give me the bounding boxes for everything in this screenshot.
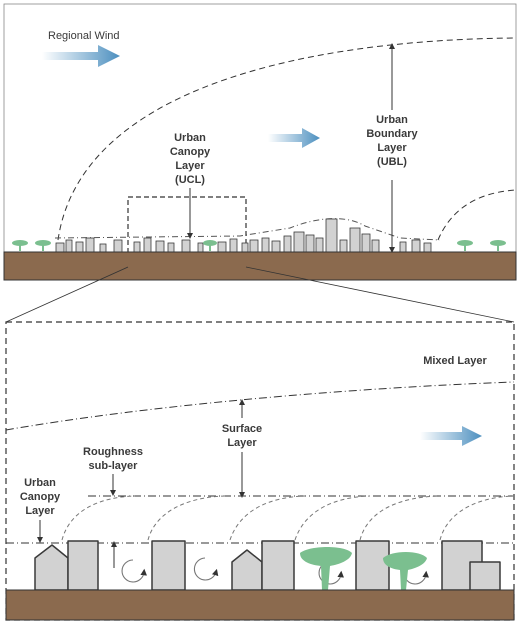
svg-text:Urban: Urban <box>174 132 206 144</box>
surface-layer-label: Surface Layer <box>212 418 272 452</box>
svg-text:Surface: Surface <box>222 423 262 435</box>
svg-text:Layer: Layer <box>377 142 407 154</box>
svg-text:Roughness: Roughness <box>83 446 143 458</box>
zoom-selection-box <box>127 196 247 268</box>
svg-text:Urban: Urban <box>24 477 56 489</box>
mixed-layer-label: Mixed Layer <box>423 355 487 367</box>
svg-text:Canopy: Canopy <box>170 146 211 158</box>
roughness-eddy-arcs <box>61 495 515 541</box>
regional-wind-arrow <box>42 45 120 67</box>
roughness-label: Roughness sub-layer <box>83 446 143 472</box>
regional-wind-label: Regional Wind <box>48 30 120 42</box>
top-panel-frame <box>3 3 517 281</box>
trees-bottom <box>300 547 427 590</box>
zoom-connector-left <box>5 266 129 323</box>
ground-top <box>3 251 517 281</box>
surface-layer-top-line <box>5 381 515 431</box>
svg-text:Layer: Layer <box>175 160 205 172</box>
ucl-top-label: Urban Canopy Layer (UCL) <box>170 132 211 186</box>
wind-arrow-mid <box>268 128 320 148</box>
ground-bottom <box>5 589 515 621</box>
ubl-label: Urban Boundary Layer (UBL) <box>360 110 424 180</box>
rural-boundary-line <box>437 189 516 241</box>
bottom-panel: Mixed Layer Surface Layer Roughness sub-… <box>5 321 515 621</box>
svg-text:(UCL): (UCL) <box>175 174 205 186</box>
zoom-connector-right <box>245 266 515 323</box>
ubl-boundary-line <box>57 37 516 241</box>
ucl-bottom-label: Urban Canopy Layer <box>20 477 61 517</box>
svg-text:Canopy: Canopy <box>20 491 61 503</box>
svg-text:Urban: Urban <box>376 114 408 126</box>
svg-text:sub-layer: sub-layer <box>89 460 139 472</box>
svg-text:Layer: Layer <box>227 437 257 449</box>
wind-arrow-bottom <box>420 426 482 446</box>
top-panel: Regional Wind Urban Boundary Layer (UBL)… <box>3 3 517 281</box>
trees-top <box>12 240 506 251</box>
svg-text:Boundary: Boundary <box>366 128 418 140</box>
svg-text:Layer: Layer <box>25 505 55 517</box>
buildings-bottom <box>34 540 501 591</box>
svg-text:(UBL): (UBL) <box>377 156 407 168</box>
